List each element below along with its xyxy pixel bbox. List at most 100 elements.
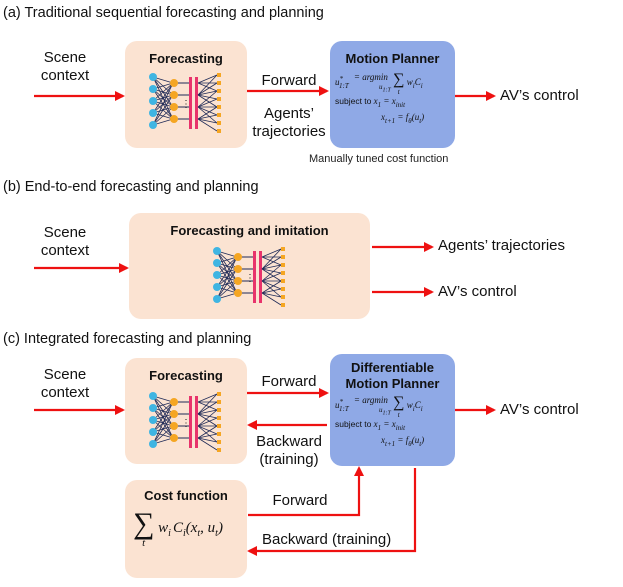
c-cost-u-sub: t xyxy=(215,527,218,539)
equation-token: C xyxy=(414,77,421,87)
equation-token: t xyxy=(419,116,422,125)
network-edge xyxy=(261,280,282,294)
equation-token: ) xyxy=(421,111,425,122)
network-output-node xyxy=(281,271,285,275)
network-input-node xyxy=(213,283,221,291)
network-edge xyxy=(197,74,218,84)
network-edge xyxy=(197,409,218,415)
network-output-node xyxy=(217,121,221,125)
c-cost-args-open: (x xyxy=(185,519,198,536)
network-input-node xyxy=(149,109,157,117)
a-scene-label-line1: Scene xyxy=(43,49,87,66)
equation-token: u xyxy=(378,406,383,414)
a-agents-trajectories-label: Agents’ trajectories xyxy=(251,105,327,141)
network-edge xyxy=(261,264,282,270)
section-c-title: (c) Integrated forecasting and planning xyxy=(3,331,252,347)
a-forward-label: Forward xyxy=(261,72,317,89)
network-output-node xyxy=(281,287,285,291)
network-edge xyxy=(152,401,174,445)
network-output-node xyxy=(281,255,285,259)
network-edge xyxy=(197,393,218,415)
c-cost-sum-sub: t xyxy=(142,537,146,549)
network-edge xyxy=(197,90,218,108)
c-scene-label-line1: Scene xyxy=(43,366,87,383)
network-hidden-node xyxy=(170,398,178,406)
planner-equation-line3: xt+1 = fθ(ut) xyxy=(335,434,453,450)
network-edge xyxy=(197,409,218,427)
a-scene-label-line2: context xyxy=(40,67,90,84)
network-edge xyxy=(197,393,218,403)
network-edge xyxy=(152,401,174,433)
arrow-c-cost-backward xyxy=(247,468,417,556)
equation-token: t xyxy=(419,439,422,448)
equation-token: w xyxy=(406,77,413,87)
network-edge xyxy=(261,292,282,306)
equation-token: (u xyxy=(411,111,420,122)
c-cost-args-close: ) xyxy=(217,519,223,536)
network-input-node xyxy=(149,392,157,400)
c-scene-label-line2: context xyxy=(40,384,90,401)
network-output-node xyxy=(281,279,285,283)
b-box-title: Forecasting and imitation xyxy=(170,223,329,238)
equation-token: * xyxy=(339,398,344,406)
network-edge xyxy=(216,280,238,300)
network-edge xyxy=(197,98,218,108)
c-planner-title-line2: Motion Planner xyxy=(345,376,440,391)
network-input-node xyxy=(149,416,157,424)
network-edge xyxy=(197,417,218,427)
network-bar xyxy=(259,251,262,303)
c-scene-context-label: Scene context xyxy=(30,366,100,402)
equation-token: = argmin xyxy=(353,395,388,405)
network-edge xyxy=(261,268,282,274)
equation-token: θ xyxy=(408,439,412,448)
network-hidden-node xyxy=(170,410,178,418)
network-edge xyxy=(216,268,238,300)
network-edge xyxy=(197,90,218,96)
network-input-node xyxy=(149,97,157,105)
c-forward-label: Forward xyxy=(261,373,317,390)
network-hidden-node xyxy=(234,277,242,285)
network-edge xyxy=(197,82,218,96)
network-output-node xyxy=(281,263,285,267)
network-input-node xyxy=(149,428,157,436)
planner-equation-line2: subject to x1 = xinit xyxy=(335,95,453,111)
network-input-node xyxy=(213,271,221,279)
equation-token: init xyxy=(395,423,406,432)
c-planner-title-line1: Differentiable xyxy=(350,360,435,375)
network-edge xyxy=(261,256,282,266)
a-manual-cost-note: Manually tuned cost function xyxy=(309,153,449,165)
b-agents-trajectories-output: Agents’ trajectories xyxy=(438,237,566,254)
network-ellipsis: ⋮ xyxy=(181,99,191,110)
equation-token: C xyxy=(414,400,421,410)
network-input-node xyxy=(213,295,221,303)
equation-token: x xyxy=(381,111,385,122)
network-edge xyxy=(261,288,282,294)
network-hidden-node xyxy=(234,289,242,297)
network-output-node xyxy=(217,408,221,412)
network-bar xyxy=(195,396,198,448)
network-edge xyxy=(197,425,218,439)
c-cost-w-sub: i xyxy=(168,527,171,539)
network-edge xyxy=(216,256,238,276)
network-bar xyxy=(189,77,192,129)
network-output-node xyxy=(217,448,221,452)
equation-token: x xyxy=(373,96,378,106)
equation-token: x xyxy=(381,434,385,445)
network-edge xyxy=(197,437,218,451)
equation-token: 1:T xyxy=(339,81,349,90)
c-backward-label: Backward (training) xyxy=(251,433,327,469)
network-output-node xyxy=(217,440,221,444)
network-edge xyxy=(197,433,218,439)
network-edge xyxy=(152,82,174,126)
c-forecasting-title: Forecasting xyxy=(149,368,223,383)
c-forecasting-box: Forecasting ⋮ xyxy=(125,358,247,464)
network-hidden-node xyxy=(234,265,242,273)
c-cost-w: w xyxy=(158,519,169,536)
equation-token: 1:T xyxy=(339,404,349,413)
c-cost-forward-label: Forward xyxy=(272,492,328,509)
network-edge xyxy=(197,401,218,415)
equation-token: = argmin xyxy=(353,72,388,82)
network-output-node xyxy=(281,303,285,307)
